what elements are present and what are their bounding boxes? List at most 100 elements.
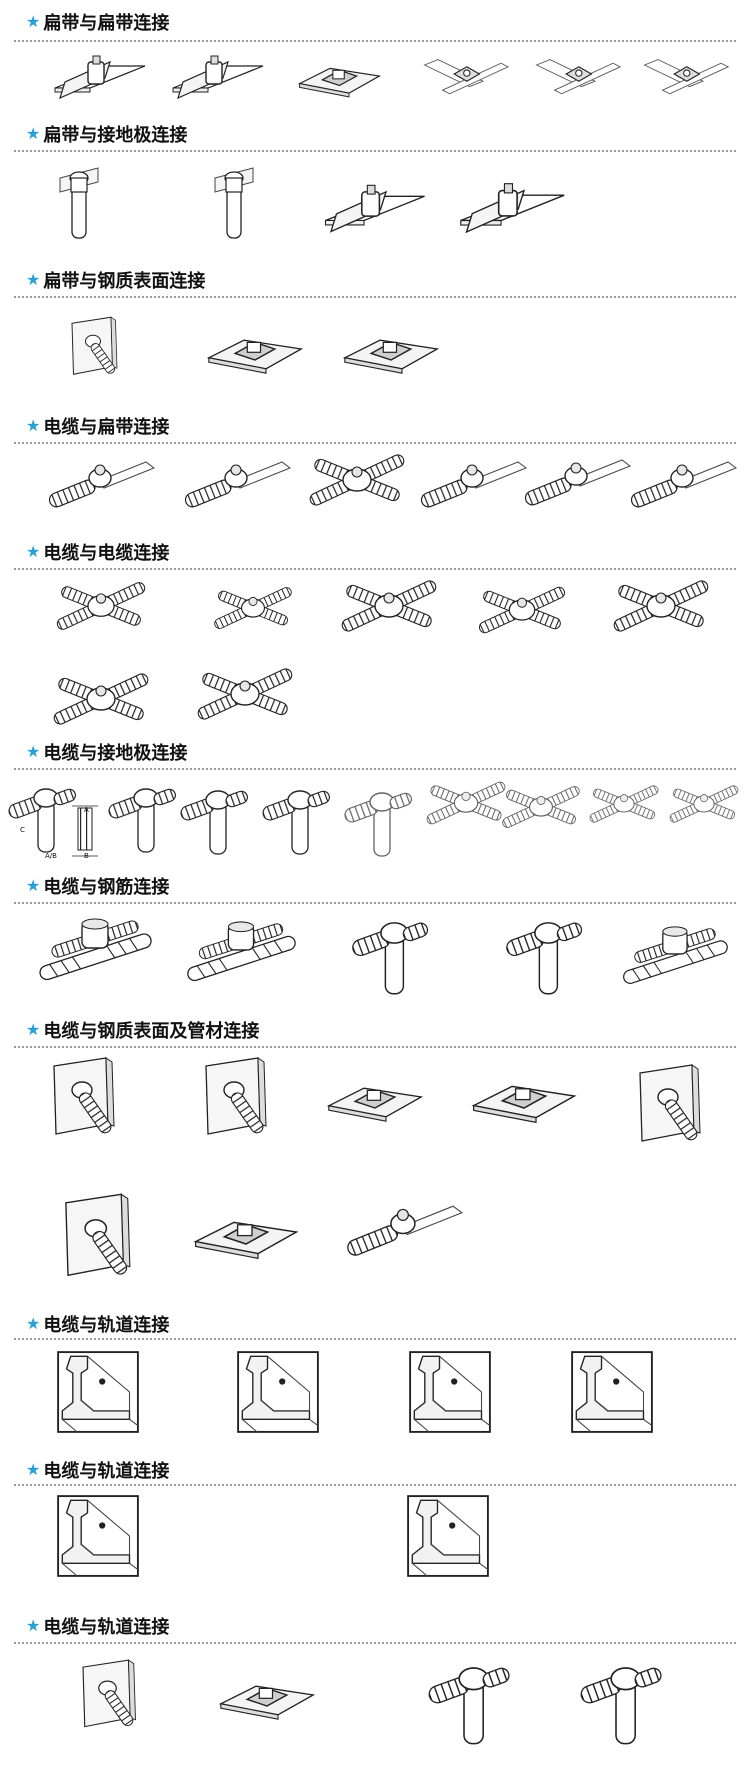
strip-cross-icon — [420, 46, 510, 102]
star-icon: ★ — [26, 742, 41, 761]
rebar-clamp-icon — [182, 912, 298, 986]
section-heading: ★ 扁带与扁带连接 — [26, 10, 169, 34]
rod-strip-icon — [200, 160, 270, 240]
dotted-divider — [14, 40, 736, 42]
dimension-label: A — [84, 806, 89, 814]
star-icon: ★ — [26, 124, 41, 143]
strip-plate-icon — [336, 316, 446, 382]
section-title: 电缆与电缆连接 — [43, 543, 170, 564]
star-icon: ★ — [26, 12, 41, 31]
cable-cable-icon — [190, 664, 300, 724]
dimension-label: B — [84, 852, 89, 860]
strip-clamp-icon — [168, 48, 268, 108]
cable-rod-icon — [180, 774, 250, 858]
cable-rod-icon — [580, 1650, 664, 1746]
pipe-cable-icon — [186, 1192, 306, 1272]
cable-cable-icon — [496, 782, 586, 832]
cable-cable-icon — [472, 578, 572, 642]
plate-bolt-icon — [212, 1660, 322, 1730]
strip-cross-icon — [532, 46, 622, 102]
cable-clamp-icon — [46, 450, 156, 514]
dotted-divider — [14, 1046, 736, 1048]
cable-lug-icon — [628, 450, 738, 514]
section-heading: ★ 扁带与钢质表面连接 — [26, 268, 205, 292]
section-title: 扁带与扁带连接 — [43, 13, 170, 34]
wall-plate-cable-icon — [52, 1190, 148, 1286]
cable-cable-icon — [46, 664, 156, 734]
star-icon: ★ — [26, 542, 41, 561]
star-icon: ★ — [26, 1020, 41, 1039]
star-icon: ★ — [26, 1460, 41, 1479]
dotted-divider — [14, 1338, 736, 1340]
section-title: 电缆与钢质表面及管材连接 — [43, 1021, 260, 1042]
section-heading: ★ 电缆与轨道连接 — [26, 1614, 169, 1638]
dotted-divider — [14, 768, 736, 770]
section-title: 电缆与轨道连接 — [43, 1617, 170, 1638]
rail-clamp-icon — [408, 1350, 492, 1434]
section-title: 电缆与轨道连接 — [43, 1315, 170, 1336]
section-heading: ★ 电缆与电缆连接 — [26, 540, 169, 564]
cable-cable-icon — [606, 576, 716, 636]
rail-clamp-icon — [56, 1494, 140, 1578]
cable-cable-icon — [208, 576, 298, 640]
rebar-clamp-icon — [618, 916, 730, 990]
cable-lug-icon — [418, 450, 528, 514]
wall-plate-bolt-icon — [76, 1654, 146, 1738]
rail-clamp-icon — [570, 1350, 654, 1434]
star-icon: ★ — [26, 1314, 41, 1333]
threaded-rod-icon — [68, 802, 102, 860]
wall-plate-cable-icon — [198, 1054, 278, 1144]
cable-rod-icon — [108, 774, 178, 854]
plate-cable-icon — [464, 1056, 584, 1136]
cable-rod-icon — [428, 1650, 512, 1746]
dotted-divider — [14, 150, 736, 152]
cable-rod-icon — [262, 774, 332, 858]
cable-clamp-icon — [182, 450, 292, 514]
cable-clamp-icon — [302, 448, 412, 512]
star-icon: ★ — [26, 270, 41, 289]
strip-cross-icon — [640, 46, 730, 102]
wall-plate-cable-icon — [632, 1054, 712, 1158]
star-icon: ★ — [26, 1616, 41, 1635]
section-heading: ★ 电缆与钢质表面及管材连接 — [26, 1018, 259, 1042]
wall-plate-icon — [66, 306, 126, 390]
section-title: 扁带与接地极连接 — [43, 125, 188, 146]
section-title: 电缆与钢筋连接 — [43, 877, 170, 898]
section-heading: ★ 电缆与轨道连接 — [26, 1458, 169, 1482]
star-icon: ★ — [26, 876, 41, 895]
rebar-clamp-icon — [490, 906, 600, 996]
pipe-cable-icon — [344, 1188, 464, 1268]
section-heading: ★ 电缆与接地极连接 — [26, 740, 187, 764]
strip-clamp-icon — [320, 172, 430, 247]
rebar-clamp-icon — [34, 910, 154, 984]
section-heading: ★ 电缆与轨道连接 — [26, 1312, 169, 1336]
section-title: 扁带与钢质表面连接 — [43, 271, 206, 292]
cable-cable-icon — [584, 776, 664, 832]
section-heading: ★ 电缆与钢筋连接 — [26, 874, 169, 898]
dotted-divider — [14, 442, 736, 444]
section-heading: ★ 扁带与接地极连接 — [26, 122, 187, 146]
dimension-label: C — [20, 826, 25, 834]
rail-clamp-icon — [56, 1350, 140, 1434]
strip-plate-icon — [292, 46, 387, 106]
cable-cable-icon — [664, 776, 744, 832]
rail-clamp-icon — [236, 1350, 320, 1434]
rail-clamp-icon — [406, 1494, 490, 1578]
section-title: 电缆与轨道连接 — [43, 1461, 170, 1482]
dotted-divider — [14, 296, 736, 298]
cable-cable-icon — [46, 578, 156, 634]
wall-plate-cable-icon — [46, 1054, 126, 1144]
section-heading: ★ 电缆与扁带连接 — [26, 414, 169, 438]
cable-cable-icon — [334, 574, 444, 638]
plate-cable-icon — [320, 1062, 430, 1132]
cable-rod-icon — [344, 778, 414, 858]
section-title: 电缆与扁带连接 — [43, 417, 170, 438]
strip-clamp-icon — [455, 168, 570, 250]
dimension-label: A/B — [45, 852, 57, 860]
dotted-divider — [14, 1642, 736, 1644]
star-icon: ★ — [26, 416, 41, 435]
dotted-divider — [14, 568, 736, 570]
rod-strip-icon — [50, 160, 110, 240]
dotted-divider — [14, 902, 736, 904]
rebar-clamp-icon — [336, 906, 446, 996]
